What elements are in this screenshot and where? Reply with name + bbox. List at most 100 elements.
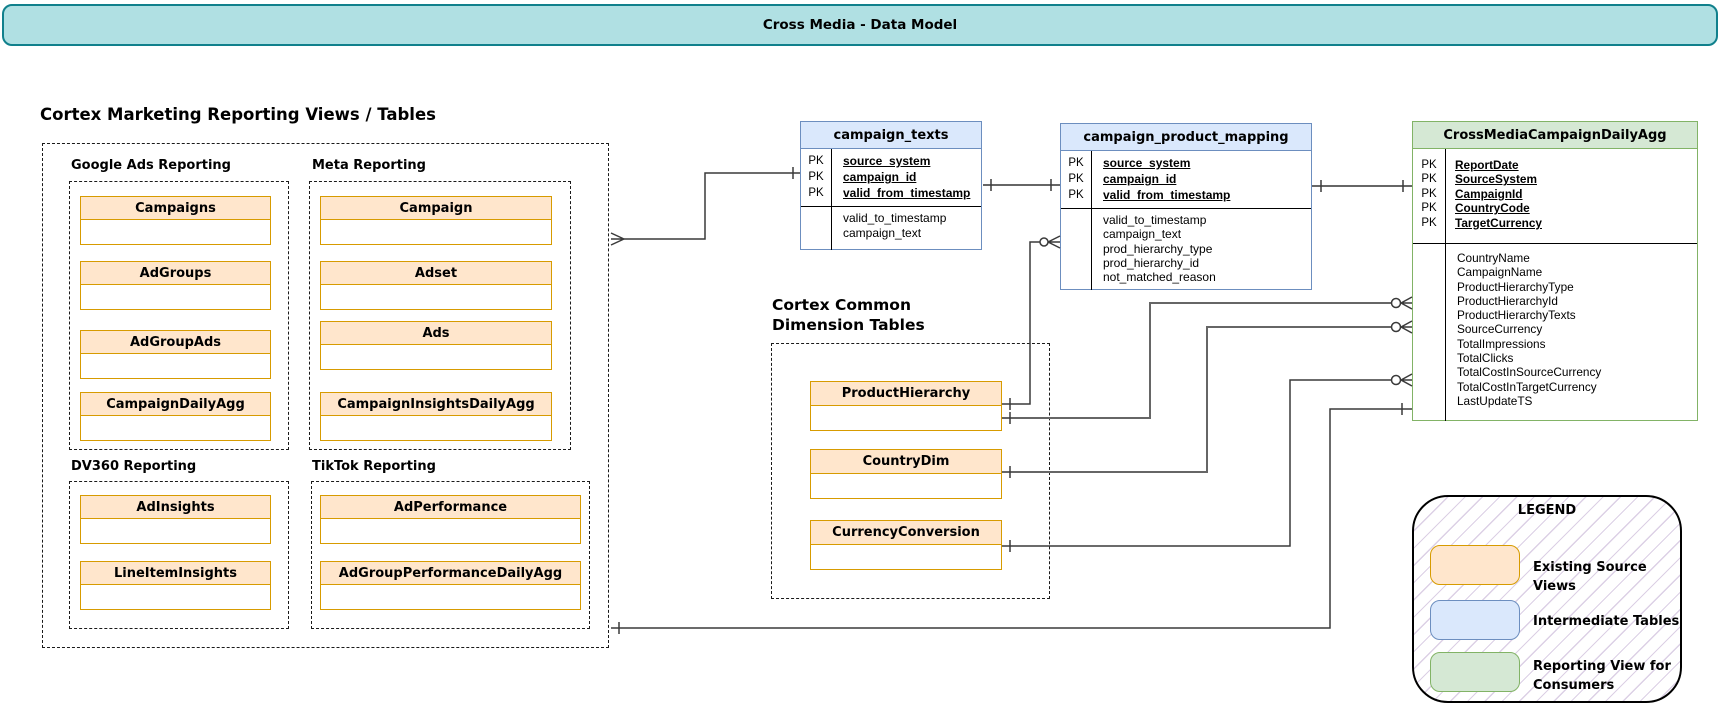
entity-body <box>80 585 271 610</box>
field: TotalCostInSourceCurrency <box>1457 365 1602 380</box>
entity-adgroupperformancedailyagg: AdGroupPerformanceDailyAgg <box>320 561 581 610</box>
entity-body <box>80 416 271 441</box>
entity-title: Campaigns <box>80 196 271 220</box>
entity-currencyconversion: CurrencyConversion <box>810 520 1002 570</box>
entity-ads: Ads <box>320 321 552 370</box>
entity-body <box>320 519 581 544</box>
diagram-title-banner: Cross Media - Data Model <box>2 4 1718 46</box>
field: valid_to_timestamp <box>1103 213 1207 227</box>
pk-field: campaign_id <box>1103 172 1177 186</box>
entity-body <box>320 220 552 245</box>
legend-label-existing-source-views: Existing Source Views <box>1533 560 1647 594</box>
zero-circle <box>1390 374 1402 386</box>
pk-tag: PK <box>808 155 824 167</box>
field: ProductHierarchyTexts <box>1457 308 1576 323</box>
pk-row: PK valid_from_timestamp <box>801 185 981 201</box>
entity-title: AdGroupPerformanceDailyAgg <box>320 561 581 585</box>
table-title: campaign_product_mapping <box>1061 124 1311 151</box>
column-divider <box>1445 244 1446 421</box>
entity-body <box>810 474 1002 499</box>
legend-swatch-intermediate-tables <box>1430 600 1520 640</box>
entity-title: CampaignDailyAgg <box>80 392 271 416</box>
group-box-dv360 <box>69 481 289 629</box>
legend-swatch-existing-source-views <box>1430 545 1520 585</box>
entity-body <box>80 354 271 379</box>
pk-field: valid_from_timestamp <box>843 186 971 200</box>
connector-mapping-to-crossmedia <box>1312 180 1412 192</box>
pk-tag: PK <box>808 171 824 183</box>
group-label-dv360: DV360 Reporting <box>71 459 197 474</box>
group-box-meta <box>309 181 571 450</box>
field: prod_hierarchy_type <box>1103 241 1213 256</box>
entity-title: AdGroups <box>80 261 271 285</box>
column-divider <box>1091 209 1092 290</box>
dimension-section-title: Cortex Common Dimension Tables <box>772 295 925 335</box>
field: TotalCostInTargetCurrency <box>1457 379 1597 394</box>
entity-title: AdPerformance <box>320 495 581 519</box>
tick-one <box>990 179 1052 191</box>
entity-campaigninsightsdailyagg: CampaignInsightsDailyAgg <box>320 392 552 441</box>
pk-tag: PK <box>1421 216 1437 229</box>
connector-currencyconversion-to-crossmedia <box>1002 373 1413 552</box>
pk-field: ReportDate <box>1455 158 1519 172</box>
field: SourceCurrency <box>1457 322 1543 337</box>
diagram-title: Cross Media - Data Model <box>762 17 958 33</box>
pk-tag: PK <box>808 187 824 199</box>
pk-row: PK SourceSystem <box>1413 172 1697 186</box>
entity-adgroupads: AdGroupAds <box>80 330 271 379</box>
dimension-title-line1: Cortex Common <box>772 296 911 314</box>
entity-body <box>320 585 581 610</box>
entity-title: AdGroupAds <box>80 330 271 354</box>
pk-row: PK source_system <box>801 153 981 169</box>
entity-body <box>320 285 552 310</box>
entity-body <box>80 220 271 245</box>
group-box-tiktok <box>311 481 590 629</box>
field: valid_to_timestamp <box>843 211 947 225</box>
entity-body <box>810 545 1002 570</box>
crows-foot-many <box>1047 235 1061 249</box>
legend-label-intermediate-tables: Intermediate Tables <box>1533 614 1680 629</box>
entity-body <box>80 519 271 544</box>
entity-campaign: Campaign <box>320 196 552 245</box>
connector-countrydim-to-crossmedia <box>1002 320 1413 478</box>
legend-title: LEGEND <box>1517 503 1577 518</box>
group-label-tiktok: TikTok Reporting <box>312 459 436 474</box>
field: prod_hierarchy_id <box>1103 255 1200 270</box>
pk-tag: PK <box>1068 189 1084 201</box>
column-divider <box>1445 149 1446 243</box>
field: not_matched_reason <box>1103 270 1216 285</box>
pk-field: source_system <box>843 154 931 168</box>
field: CountryName <box>1457 251 1530 265</box>
entity-adperformance: AdPerformance <box>320 495 581 544</box>
connector-producthierarchy-to-crossmedia: < <box>1002 296 1413 424</box>
pk-section: PK source_system PK campaign_id PK valid_fr… <box>801 149 981 206</box>
zero-circle <box>1390 321 1402 333</box>
field: campaign_text <box>1103 227 1182 242</box>
pk-field: CountryCode <box>1455 201 1530 216</box>
marketing-section-box <box>42 143 609 648</box>
pk-field: SourceSystem <box>1455 172 1537 187</box>
fields-section: valid_to_timestamp campaign_text <box>801 206 981 250</box>
pk-tag: PK <box>1421 159 1437 171</box>
field: ProductHierarchyId <box>1457 293 1558 308</box>
pk-tag: PK <box>1421 173 1437 186</box>
pk-field: source_system <box>1103 156 1191 170</box>
group-box-google-ads <box>69 181 289 450</box>
zero-circle <box>1390 297 1402 309</box>
field: ProductHierarchyType <box>1457 279 1574 294</box>
column-divider <box>831 149 832 206</box>
entity-body <box>810 406 1002 431</box>
crows-foot-many <box>610 232 625 246</box>
pk-field: campaign_id <box>843 170 917 184</box>
entity-title: CampaignInsightsDailyAgg <box>320 392 552 416</box>
entity-adgroups: AdGroups <box>80 261 271 310</box>
entity-title: Campaign <box>320 196 552 220</box>
